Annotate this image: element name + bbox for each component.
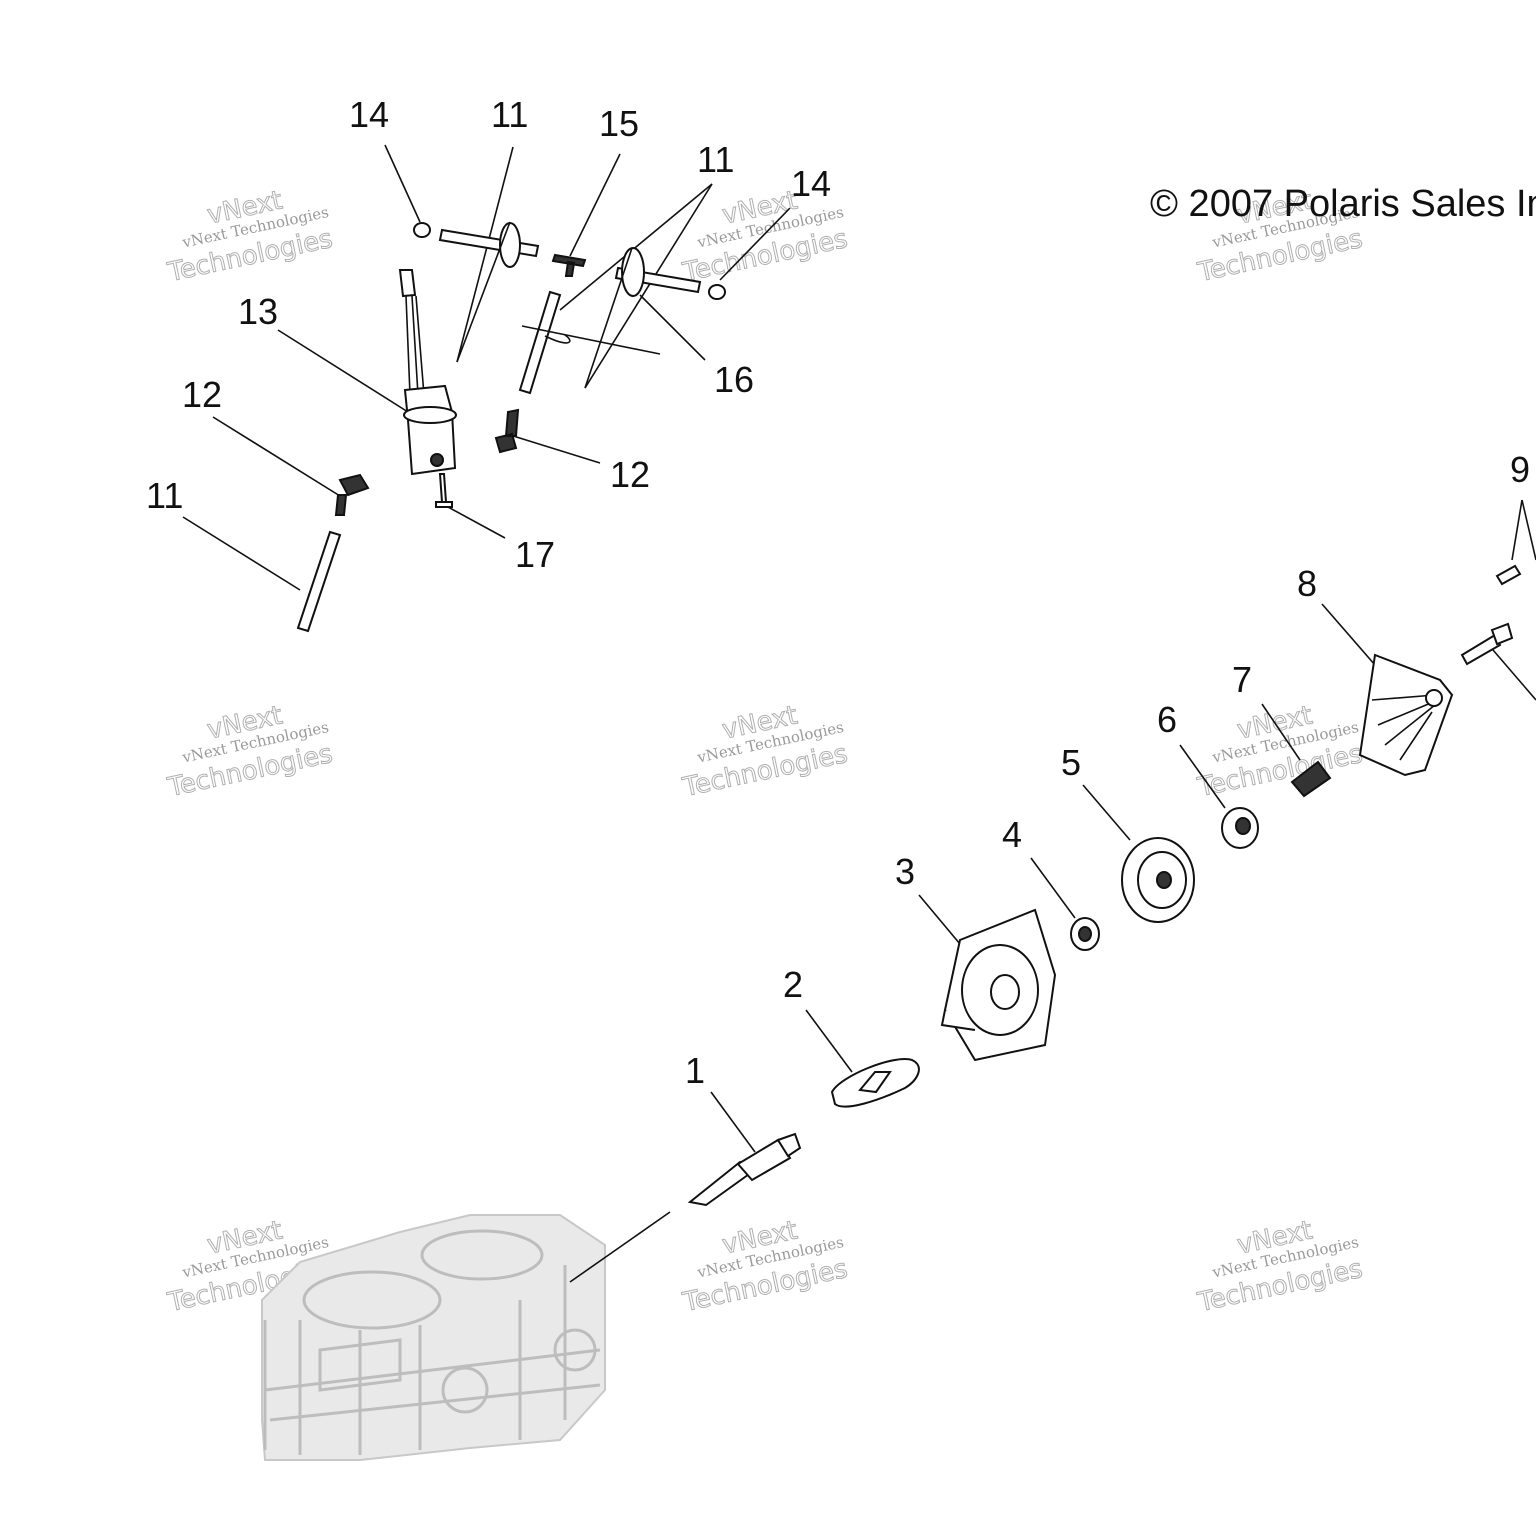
- clamp-16: [621, 247, 645, 297]
- bolt-9-upper: [1495, 564, 1522, 586]
- callout-6: 6: [1157, 699, 1177, 740]
- copyright-notice: © 2007 Polaris Sales Inc: [1150, 183, 1536, 225]
- callout-14-left: 14: [349, 94, 389, 135]
- callout-7: 7: [1232, 659, 1252, 700]
- callout-11-top: 11: [491, 94, 528, 135]
- fitting-12-right: [494, 408, 520, 454]
- callout-5: 5: [1061, 742, 1081, 783]
- watermark: vNext vNext Technologies Technologies: [1194, 1215, 1366, 1319]
- sensor-13: [403, 384, 457, 476]
- callout-17: 17: [515, 534, 555, 575]
- watermark: vNext vNext Technologies Technologies: [164, 700, 336, 804]
- callout-4: 4: [1002, 814, 1022, 855]
- watermark-grid: vNext vNext Technologies Technologies vN…: [164, 185, 1366, 1319]
- callout-13: 13: [238, 291, 278, 332]
- bolt-9-lower: [1460, 633, 1502, 666]
- callout-12-left: 12: [182, 374, 222, 415]
- pump-assembly: [687, 564, 1522, 1207]
- leader-lines: [182, 144, 1536, 1283]
- callout-11-lower: 11: [146, 475, 183, 516]
- callout-3: 3: [895, 851, 915, 892]
- spring-7: [1290, 760, 1332, 798]
- watermark: vNext vNext Technologies Technologies: [679, 1215, 851, 1319]
- watermark: vNext vNext Technologies Technologies: [164, 185, 336, 289]
- callout-2: 2: [783, 964, 803, 1005]
- callout-labels: 14 11 15 11 14 13 16 12 12 11 17 9 8 7 6…: [146, 94, 1530, 1091]
- cap-14-left: [413, 222, 431, 238]
- callout-8: 8: [1297, 563, 1317, 604]
- callout-15: 15: [599, 103, 639, 144]
- callout-1: 1: [685, 1050, 705, 1091]
- tee-15: [551, 253, 587, 277]
- cover-8: [1358, 653, 1454, 777]
- screw-17: [435, 473, 453, 508]
- tube-11-lower: [296, 530, 342, 633]
- callout-14-right: 14: [791, 163, 831, 204]
- callout-9: 9: [1510, 449, 1530, 490]
- wire-harness: [398, 269, 417, 298]
- elbow-12-left: [334, 473, 370, 516]
- callout-12-right: 12: [610, 454, 650, 495]
- engine-block-ghost: [261, 1214, 606, 1461]
- watermark: vNext vNext Technologies Technologies: [679, 700, 851, 804]
- tube-11-mid: [518, 290, 562, 395]
- cap-14-right: [708, 284, 726, 300]
- callout-11-right: 11: [697, 139, 734, 180]
- hose-11-upper: [438, 228, 540, 258]
- callout-16: 16: [714, 359, 754, 400]
- sensor-assembly: [296, 221, 726, 633]
- watermark: vNext vNext Technologies Technologies: [1194, 700, 1366, 804]
